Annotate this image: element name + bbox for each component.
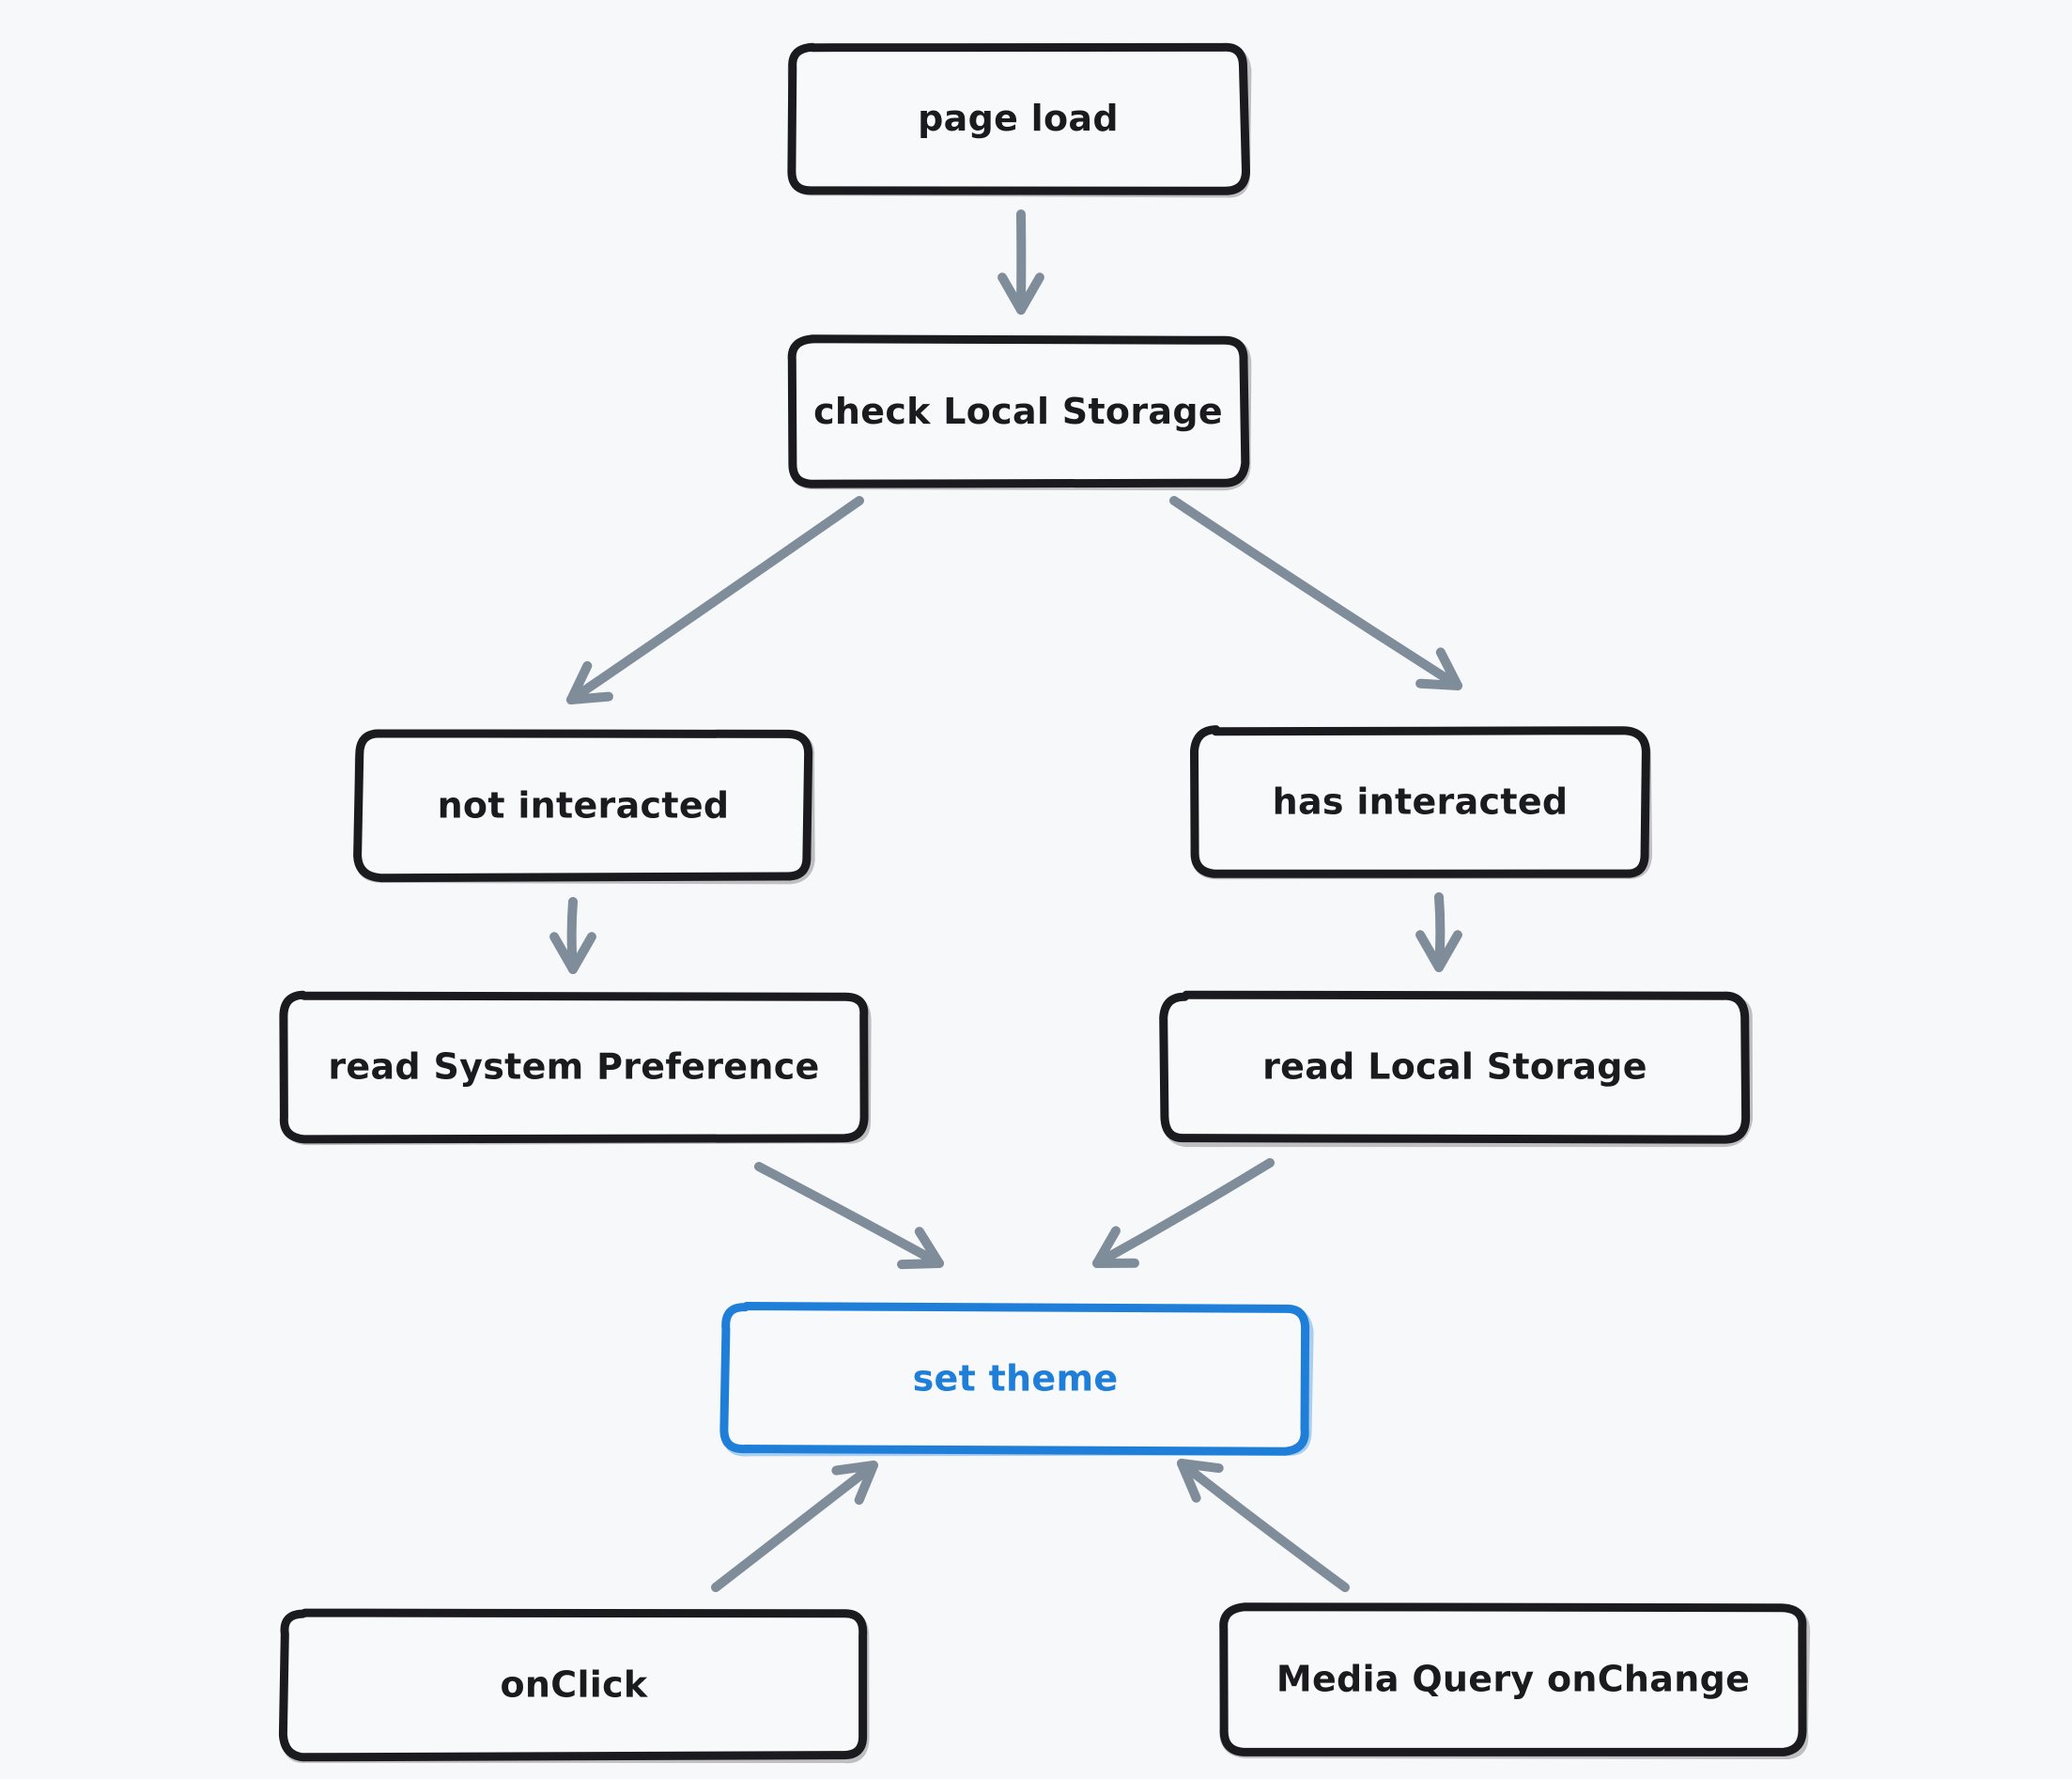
node-outline xyxy=(719,1302,1310,1456)
arrowhead-icon xyxy=(1177,1459,1224,1503)
node-media-query[interactable]: Media Query onChange xyxy=(1219,1602,1811,1759)
arrowhead-icon xyxy=(566,660,613,704)
edge-shaft xyxy=(1092,1158,1275,1268)
edge-checklocal-to-has xyxy=(1169,496,1462,690)
edge-pageload-to-checklocal xyxy=(997,209,1044,315)
node-read-system-pref[interactable]: read System Preference xyxy=(279,990,872,1146)
edge-readlocal-to-settheme xyxy=(1092,1158,1275,1268)
edge-checklocal-to-not xyxy=(566,496,864,704)
node-outline xyxy=(278,1608,868,1762)
edge-shaft xyxy=(566,496,864,704)
node-label: has interacted xyxy=(1273,781,1569,823)
node-outline xyxy=(787,42,1250,195)
node-label: set theme xyxy=(913,1358,1119,1400)
node-outline xyxy=(1190,725,1650,878)
edge-layer xyxy=(549,209,1462,1592)
node-label: onClick xyxy=(501,1664,648,1706)
node-onclick[interactable]: onClick xyxy=(278,1608,870,1764)
node-label: read System Preference xyxy=(328,1046,819,1088)
node-not-interacted[interactable]: not interacted xyxy=(353,729,815,885)
arrowhead-icon xyxy=(997,272,1044,315)
edge-shaft xyxy=(1169,496,1462,690)
arrowhead-icon xyxy=(549,932,596,974)
edge-syspref-to-settheme xyxy=(754,1162,944,1270)
arrowhead-icon xyxy=(1415,930,1462,972)
node-outline xyxy=(1219,1602,1807,1756)
edge-onclick-to-settheme xyxy=(711,1461,878,1592)
arrowhead-icon xyxy=(1415,647,1462,690)
arrowhead-icon xyxy=(831,1461,878,1505)
node-layer: page load check Local Storage not interact… xyxy=(278,42,1811,1764)
node-label: Media Query onChange xyxy=(1276,1659,1750,1700)
node-label: page load xyxy=(918,98,1119,139)
node-read-local[interactable]: read Local Storage xyxy=(1159,990,1754,1148)
node-has-interacted[interactable]: has interacted xyxy=(1190,725,1652,880)
node-label: read Local Storage xyxy=(1262,1046,1647,1088)
edge-mediaquery-to-settheme xyxy=(1177,1459,1350,1592)
edge-has-to-readlocal xyxy=(1415,892,1462,972)
node-page-load[interactable]: page load xyxy=(787,42,1252,198)
node-outline xyxy=(279,990,869,1144)
node-label: check Local Storage xyxy=(813,391,1223,432)
edge-not-to-syspref xyxy=(549,897,596,974)
node-outline xyxy=(353,729,813,883)
node-check-local[interactable]: check Local Storage xyxy=(787,334,1252,491)
node-set-theme[interactable]: set theme xyxy=(719,1302,1314,1457)
arrowhead-icon xyxy=(897,1227,944,1270)
node-label: not interacted xyxy=(438,785,730,827)
node-outline xyxy=(1159,990,1751,1144)
node-outline xyxy=(787,334,1250,488)
edge-shaft xyxy=(1177,1459,1350,1592)
edge-shaft xyxy=(711,1461,878,1592)
edge-shaft xyxy=(754,1162,944,1268)
arrowhead-icon xyxy=(1092,1226,1139,1268)
